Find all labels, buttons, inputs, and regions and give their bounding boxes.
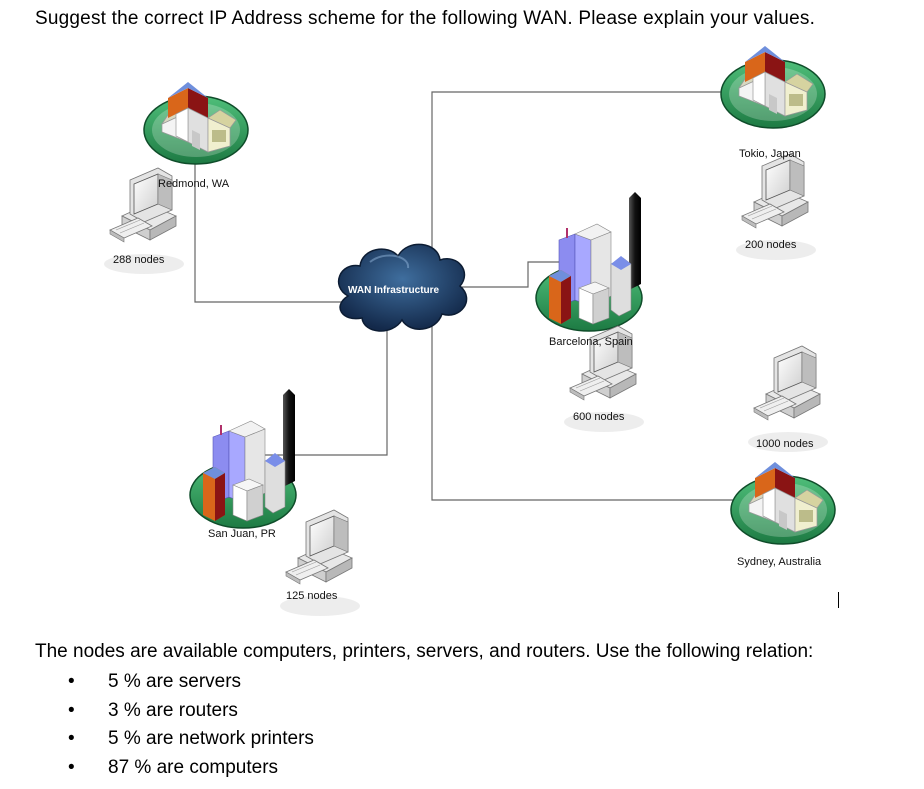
text-cursor [838,592,839,608]
cloud-label: WAN Infrastructure [348,285,440,296]
computer-icon [747,345,829,453]
relation-text: 87 % are computers [108,756,279,778]
site-name-tokio: Tokio, Japan [739,148,801,160]
bullet-icon: • [68,699,75,721]
site-sydney-building-icon [730,461,836,545]
relation-intro-text: The nodes are available computers, print… [35,641,814,662]
relation-text: 5 % are network printers [108,728,314,749]
relation-list: • 5 % are servers • 3 % are routers • 5 % a… [68,668,314,782]
bullet-icon: • [68,728,75,749]
site-name-sydney: Sydney, Australia [737,556,822,568]
relation-text: 5 % are servers [108,671,242,692]
site-name-redmond: Redmond, WA [158,178,230,190]
link-redmond [194,140,360,303]
site-nodes-tokio: 200 nodes [745,239,797,251]
list-item: • 87 % are computers [68,754,314,783]
bullet-icon: • [68,756,75,778]
question-text: Suggest the correct IP Address scheme fo… [35,8,816,29]
site-tokio-building-icon [720,45,826,129]
site-name-barcelona: Barcelona, Spain [549,336,633,348]
link-sanjuan [228,325,388,456]
list-item: • 3 % are routers [68,697,314,726]
link-sydney [431,312,760,501]
site-nodes-barcelona: 600 nodes [573,411,625,423]
list-item: • 5 % are servers [68,668,314,697]
site-redmond-building-icon [143,81,249,165]
list-item: • 5 % are network printers [68,725,314,754]
relation-text: 3 % are routers [108,699,238,721]
wan-cloud-icon [337,243,468,332]
site-sanjuan-building-icon [189,388,297,529]
bullet-icon: • [68,671,75,692]
site-name-sanjuan: San Juan, PR [208,528,276,540]
link-tokio [431,91,742,262]
site-nodes-sydney: 1000 nodes [756,438,814,450]
site-nodes-sanjuan: 125 nodes [286,590,338,602]
wan-links [194,91,760,501]
site-nodes-redmond: 288 nodes [113,254,165,266]
